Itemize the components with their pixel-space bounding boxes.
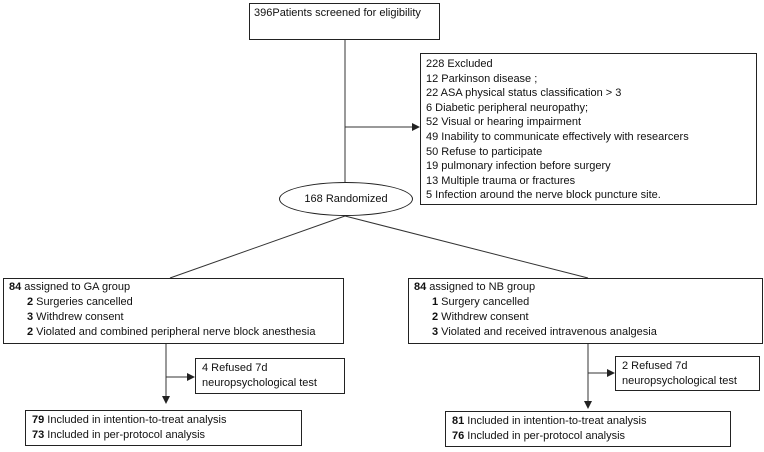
ga-analysis-num: 79 xyxy=(32,414,45,426)
nb-analysis-num: 81 xyxy=(452,415,465,427)
ga-analysis-box: 79 Included in intention-to-treat analys… xyxy=(25,410,302,446)
ga-analysis-text: Included in intention-to-treat analysis xyxy=(44,414,227,426)
nb-analysis-box: 81 Included in intention-to-treat analys… xyxy=(445,411,731,447)
excluded-item: 228 Excluded xyxy=(426,58,493,70)
ga-group-line: 3 Withdrew consent xyxy=(9,310,338,325)
nb-analysis-text: Included in per-protocol analysis xyxy=(464,430,626,442)
ga-group-text: Violated and combined peripheral nerve b… xyxy=(33,326,316,338)
excluded-item: 52 Visual or hearing impairment xyxy=(426,116,582,129)
nb-group-line: 3 Violated and received intravenous anal… xyxy=(414,325,757,340)
ga-refused-line1: 4 Refused 7d xyxy=(202,362,268,374)
nb-group-num: 1 xyxy=(432,296,439,308)
nb-analysis-num: 76 xyxy=(452,430,465,442)
line-to-nb-group xyxy=(344,215,589,279)
ga-refused-box: 4 Refused 7d neuropsychological test xyxy=(195,358,345,394)
ga-group-line: 84 assigned to GA group xyxy=(9,280,338,295)
ga-group-line: 2 Violated and combined peripheral nerve… xyxy=(9,325,338,340)
nb-group-line: 84 assigned to NB group xyxy=(414,280,757,295)
excluded-item: 6 Diabetic peripheral neuropathy; xyxy=(426,101,589,114)
nb-refused-box: 2 Refused 7d neuropsychological test xyxy=(615,356,760,391)
excluded-item: 5 Infection around the nerve block punct… xyxy=(426,189,661,202)
ga-analysis-line: 73 Included in per-protocol analysis xyxy=(32,428,295,443)
nb-analysis-text: Included in intention-to-treat analysis xyxy=(464,415,647,427)
ga-group-line: 2 Surgeries cancelled xyxy=(9,295,338,310)
ga-group-text: assigned to GA group xyxy=(21,281,131,293)
nb-refused-line2: neuropsychological test xyxy=(622,375,737,387)
ga-analysis-text: Included in per-protocol analysis xyxy=(44,429,206,441)
line-to-ga-group xyxy=(169,215,346,279)
excluded-item: 12 Parkinson disease ; xyxy=(426,72,538,85)
nb-group-text: assigned to NB group xyxy=(426,281,536,293)
nb-group-text: Withdrew consent xyxy=(438,311,529,323)
nb-group-box: 84 assigned to NB group 1 Surgery cancel… xyxy=(408,278,763,344)
excluded-item: 50 Refuse to participate xyxy=(426,145,543,158)
ga-group-text: Surgeries cancelled xyxy=(33,296,133,308)
screened-text: 396Patients screened for eligibility xyxy=(254,7,421,19)
randomized-ellipse: 168 Randomized xyxy=(279,182,413,216)
ga-group-num: 2 xyxy=(27,296,34,308)
nb-group-num: 3 xyxy=(432,326,439,338)
nb-analysis-line: 81 Included in intention-to-treat analys… xyxy=(452,414,724,429)
excluded-box: 228 Excluded 12 Parkinson disease ; 22 A… xyxy=(420,53,757,205)
screened-box: 396Patients screened for eligibility xyxy=(249,3,440,40)
nb-group-num: 2 xyxy=(432,311,439,323)
randomized-text: 168 Randomized xyxy=(304,193,388,205)
ga-group-text: Withdrew consent xyxy=(33,311,124,323)
nb-group-line: 2 Withdrew consent xyxy=(414,310,757,325)
nb-group-text: Violated and received intravenous analge… xyxy=(438,326,657,338)
excluded-item: 19 pulmonary infection before surgery xyxy=(426,160,611,173)
ga-analysis-line: 79 Included in intention-to-treat analys… xyxy=(32,413,295,428)
nb-group-line: 1 Surgery cancelled xyxy=(414,295,757,310)
nb-analysis-line: 76 Included in per-protocol analysis xyxy=(452,429,724,444)
excluded-item: 13 Multiple trauma or fractures xyxy=(426,174,576,187)
ga-group-box: 84 assigned to GA group 2 Surgeries canc… xyxy=(3,278,344,344)
nb-refused-line1: 2 Refused 7d xyxy=(622,360,688,372)
ga-group-num: 84 xyxy=(9,281,22,293)
ga-analysis-num: 73 xyxy=(32,429,45,441)
excluded-item: 22 ASA physical status classification > … xyxy=(426,87,622,100)
nb-group-text: Surgery cancelled xyxy=(438,296,530,308)
ga-group-num: 2 xyxy=(27,326,34,338)
ga-refused-line2: neuropsychological test xyxy=(202,377,317,389)
excluded-item: 49 Inability to communicate effectively … xyxy=(426,130,689,143)
nb-group-num: 84 xyxy=(414,281,427,293)
ga-group-num: 3 xyxy=(27,311,34,323)
